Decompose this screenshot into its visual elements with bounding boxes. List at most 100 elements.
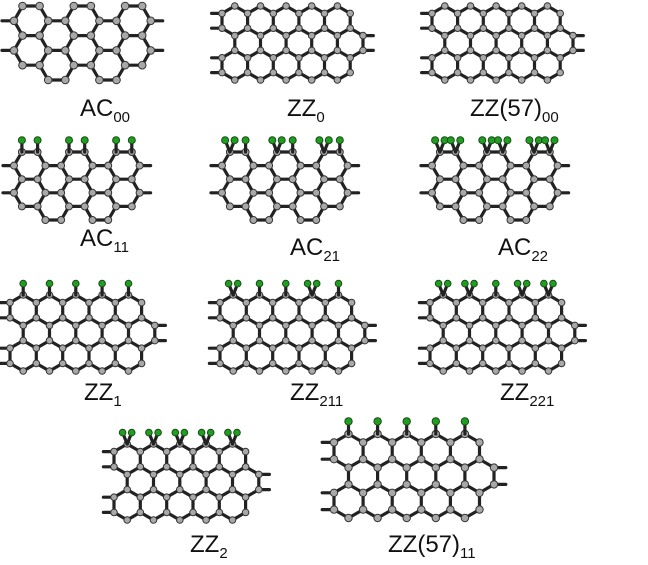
carbon-atom (465, 321, 474, 330)
carbon-atom (506, 188, 515, 197)
carbon-atom (465, 367, 474, 375)
carbon-atom (151, 321, 159, 330)
carbon-atom (18, 60, 27, 70)
carbon-atom (479, 9, 488, 18)
carbon-atom (335, 202, 344, 211)
carbon-atom (483, 175, 491, 184)
carbon-atom (41, 188, 50, 197)
carbon-atom (120, 1, 130, 11)
carbon-atom (557, 344, 566, 353)
carbon-atom (295, 359, 303, 368)
carbon-atom (282, 336, 290, 345)
carbon-atom (137, 31, 147, 40)
carbon-atom (111, 314, 120, 322)
carbon-atom (216, 344, 224, 353)
hydrogen-atom (431, 417, 440, 426)
carbon-atom (295, 344, 303, 353)
carbon-atom (269, 54, 278, 62)
carbon-atom (273, 202, 281, 211)
carbon-atom (428, 9, 436, 18)
carbon-atom (95, 46, 104, 55)
hydrogen-atom (460, 417, 470, 426)
carbon-atom (123, 470, 131, 479)
carbon-atom (571, 336, 579, 345)
hydrogens (118, 428, 241, 446)
carbon-atom (282, 2, 290, 10)
carbon-atom (17, 175, 26, 184)
carbon-atom (492, 367, 500, 375)
carbon-atom (95, 75, 104, 85)
hydrogen-atom (233, 428, 241, 437)
carbon-atom (307, 31, 316, 40)
carbon-atom (162, 493, 171, 502)
caption-ac00: AC00 (80, 95, 130, 126)
carbon-atom (358, 438, 368, 447)
carbon-atom (492, 321, 500, 330)
carbon-atom (479, 24, 488, 33)
carbon-atom (518, 336, 526, 345)
carbon-atom (517, 31, 526, 40)
carbon-atom (32, 359, 41, 368)
carbon-atom (522, 161, 531, 170)
carbon-atom (19, 367, 28, 375)
hydrogen-atom (550, 136, 559, 145)
hydrogen-atom (230, 136, 239, 145)
carbon-atom (428, 161, 436, 170)
carbon-atom (544, 336, 553, 345)
carbon-atom (176, 485, 184, 494)
hydrogen-atom (492, 279, 500, 288)
bonds (209, 150, 361, 222)
carbon-atom (428, 68, 436, 77)
carbon-atom (216, 298, 224, 307)
carbon-atom (475, 161, 484, 170)
carbon-atom (453, 54, 462, 62)
hydrogen-atom (98, 279, 106, 288)
carbon-atom (344, 463, 353, 472)
hydrogens (19, 279, 133, 297)
atoms (10, 148, 144, 224)
caption-zz1: ZZ1 (84, 379, 122, 410)
carbon-atom (215, 447, 224, 456)
carbon-atom (32, 344, 41, 353)
carbon-atom (146, 46, 155, 55)
carbon-atom (216, 314, 224, 322)
carbon-atom (320, 202, 329, 211)
carbon-atom (111, 298, 120, 307)
carbon-atom (358, 488, 368, 497)
carbon-atom (288, 202, 297, 211)
carbon-atom (110, 508, 118, 517)
carbon-atom (120, 60, 130, 70)
hydrogen-atom (241, 136, 250, 145)
carbon-atom (426, 344, 434, 353)
carbon-atom (522, 216, 531, 224)
carbon-atom (57, 161, 66, 170)
carbon-atom (112, 202, 121, 211)
carbon-atom (265, 188, 274, 197)
carbon-atom (475, 455, 484, 464)
carbon-atom (531, 359, 540, 368)
carbon-atom (58, 344, 67, 353)
carbon-atom (453, 9, 462, 18)
hydrogen-atom (470, 279, 478, 288)
carbon-atom (256, 76, 265, 84)
carbon-atom (347, 314, 356, 322)
carbon-atom (556, 68, 565, 77)
carbon-atom (98, 336, 106, 345)
hydrogen-atom (17, 136, 26, 145)
carbon-atom (452, 314, 461, 322)
carbon-atom (557, 298, 566, 307)
panel-zz211 (207, 279, 377, 375)
carbon-atom (137, 60, 147, 70)
carbon-atom (229, 321, 237, 330)
carbon-atom (441, 31, 449, 40)
carbon-atom (517, 46, 526, 55)
carbon-atom (243, 54, 252, 62)
hydrogens (221, 136, 344, 154)
carbon-atom (137, 1, 147, 11)
carbon-atom (543, 2, 552, 10)
carbon-atom (45, 336, 54, 345)
carbon-atom (333, 76, 342, 84)
carbon-atom (295, 24, 303, 33)
hydrogen-atom (127, 136, 136, 145)
bonds (210, 4, 375, 82)
